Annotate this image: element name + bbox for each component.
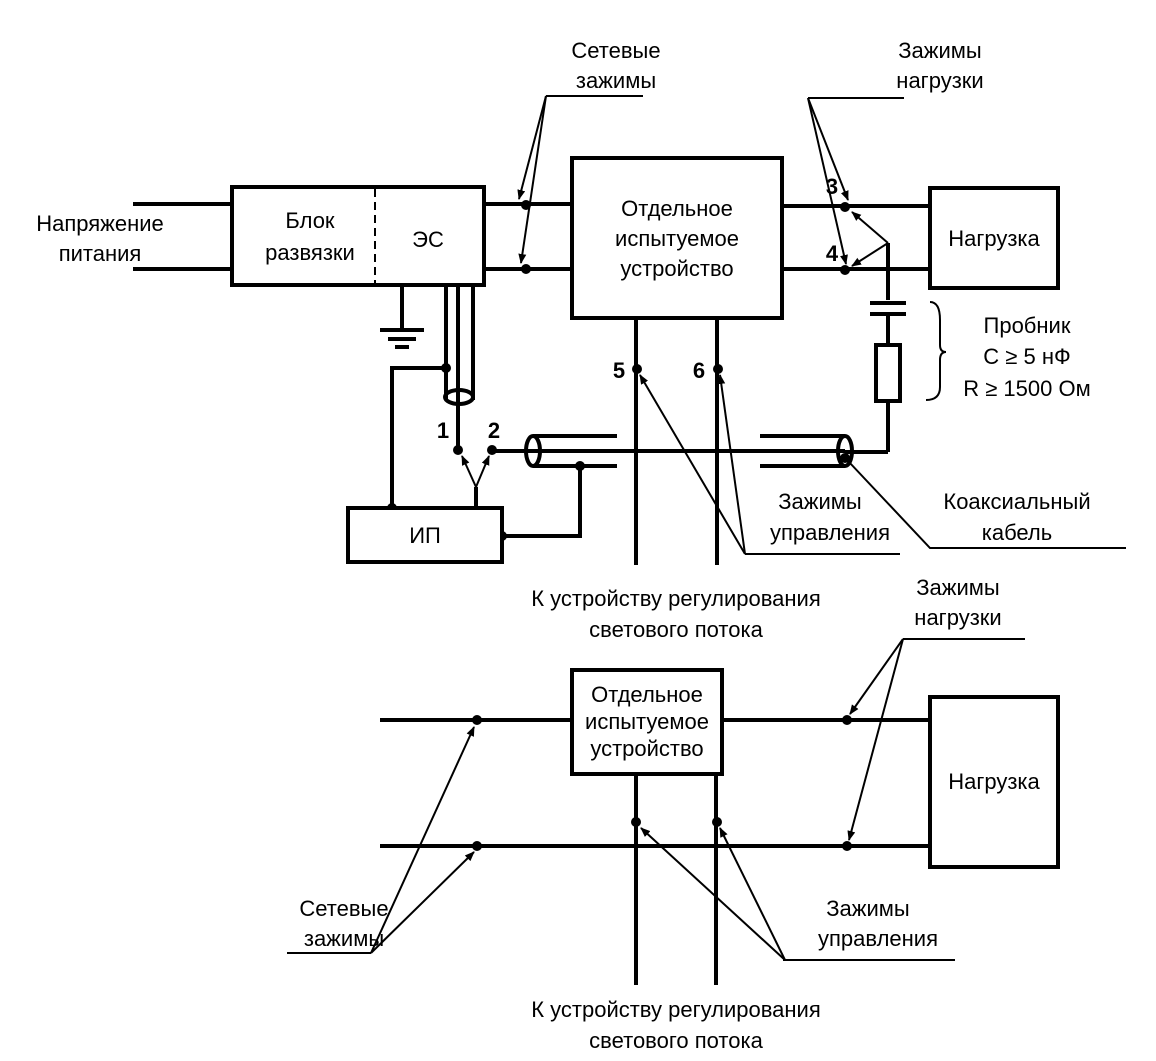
control-terminals-label-2: управления (770, 520, 890, 545)
mains-terminals-label-2: зажимы (576, 68, 656, 93)
b-eut-label-2: испытуемое (585, 709, 709, 734)
b-mains-arrow-1 (370, 726, 475, 954)
b-to-dimmer-label-1: К устройству регулирования (531, 997, 821, 1022)
control-arrow-5 (639, 374, 746, 555)
selector-arrow-1 (461, 455, 477, 488)
probe-switch-arrow-4 (851, 242, 889, 267)
mains-arrow-2 (518, 95, 547, 264)
selector-arrow-2 (475, 455, 490, 488)
probe-switch-arrow-3 (851, 211, 889, 244)
load-label: Нагрузка (948, 226, 1040, 251)
load-arrow-1 (807, 97, 849, 201)
b-mains-terminals-label-1: Сетевые (299, 896, 388, 921)
top-diagram: Напряжение питания Блок развязки ЭС Сете… (36, 38, 1126, 642)
load-leader-tail (786, 98, 808, 100)
mains-arrow-1 (517, 95, 547, 200)
b-load-box (928, 695, 1060, 869)
es-lead-shield-ring (443, 388, 475, 406)
power-source-box (346, 506, 504, 564)
b-mains-arrow-2 (370, 851, 475, 954)
b-load-arrow-2 (847, 638, 904, 841)
b-eut-label-3: устройство (590, 736, 703, 761)
supply-voltage-label-2: питания (59, 241, 142, 266)
terminal-1 (453, 445, 463, 455)
control-arrow-6 (717, 374, 746, 555)
b-to-dimmer-label-2: светового потока (589, 1028, 763, 1053)
terminal-5-number: 5 (613, 358, 625, 383)
to-dimmer-label-1: К устройству регулирования (531, 586, 821, 611)
terminal-2-number: 2 (488, 418, 500, 443)
terminal-1-number: 1 (437, 418, 449, 443)
load-terminals-label-2: нагрузки (896, 68, 983, 93)
b-load-label: Нагрузка (948, 769, 1040, 794)
probe-label-3: R ≥ 1500 Ом (963, 376, 1090, 401)
decoupling-label-2: развязки (265, 240, 355, 265)
to-dimmer-label-2: светового потока (589, 617, 763, 642)
b-mains-terminal-1 (472, 715, 482, 725)
probe-brace (925, 301, 947, 401)
coax-label-2: кабель (982, 520, 1053, 545)
power-source-label: ИП (409, 523, 441, 548)
b-control-terminals-label-2: управления (818, 926, 938, 951)
control-terminals-label-1: Зажимы (778, 489, 861, 514)
load-box (928, 186, 1060, 290)
eut-box (570, 156, 784, 320)
b-load-terminals-label-2: нагрузки (914, 605, 1001, 630)
eut-label-3: устройство (620, 256, 733, 281)
supply-voltage-label-1: Напряжение (36, 211, 164, 236)
b-load-terminal-1 (842, 715, 852, 725)
decoupling-block (230, 185, 486, 287)
eut-label-1: Отдельное (621, 196, 733, 221)
b-mains-terminal-2 (472, 841, 482, 851)
coax-leader (848, 461, 1126, 549)
es-label: ЭС (412, 227, 444, 252)
terminal-5 (632, 364, 642, 374)
coax-shield-right (836, 434, 854, 468)
b-control-terminals-label-1: Зажимы (826, 896, 909, 921)
b-control-arrow-2 (719, 827, 786, 961)
load-terminals-label-1: Зажимы (898, 38, 981, 63)
mains-terminals-label-1: Сетевые (571, 38, 660, 63)
eut-label-2: испытуемое (615, 226, 739, 251)
b-control-arrow-1 (640, 827, 786, 961)
b-eut-label-1: Отдельное (591, 682, 703, 707)
b-load-arrow-1 (849, 638, 904, 715)
mains-terminal-2 (521, 264, 531, 274)
bottom-diagram: Отдельное испытуемое устройство Нагрузка… (287, 575, 1060, 1053)
probe-label-2: C ≥ 5 нФ (983, 344, 1070, 369)
shield-to-ps (390, 366, 446, 508)
probe-label-1: Пробник (984, 313, 1071, 338)
terminal-6-number: 6 (693, 358, 705, 383)
load-arrow-2 (807, 97, 848, 265)
terminal-3 (840, 202, 850, 212)
b-control-terminal-2 (712, 817, 722, 827)
terminal-6 (713, 364, 723, 374)
coax-label-1: Коаксиальный (943, 489, 1090, 514)
decoupling-label-1: Блок (285, 208, 335, 233)
b-control-terminal-1 (631, 817, 641, 827)
terminal-4-number: 4 (826, 241, 839, 266)
b-load-terminals-label-1: Зажимы (916, 575, 999, 600)
resistor (874, 343, 902, 403)
b-mains-terminals-label-2: зажимы (304, 926, 384, 951)
terminal-4 (840, 265, 850, 275)
b-load-terminal-2 (842, 841, 852, 851)
shield-to-ps-return (502, 466, 582, 538)
coax-junction (840, 453, 850, 463)
